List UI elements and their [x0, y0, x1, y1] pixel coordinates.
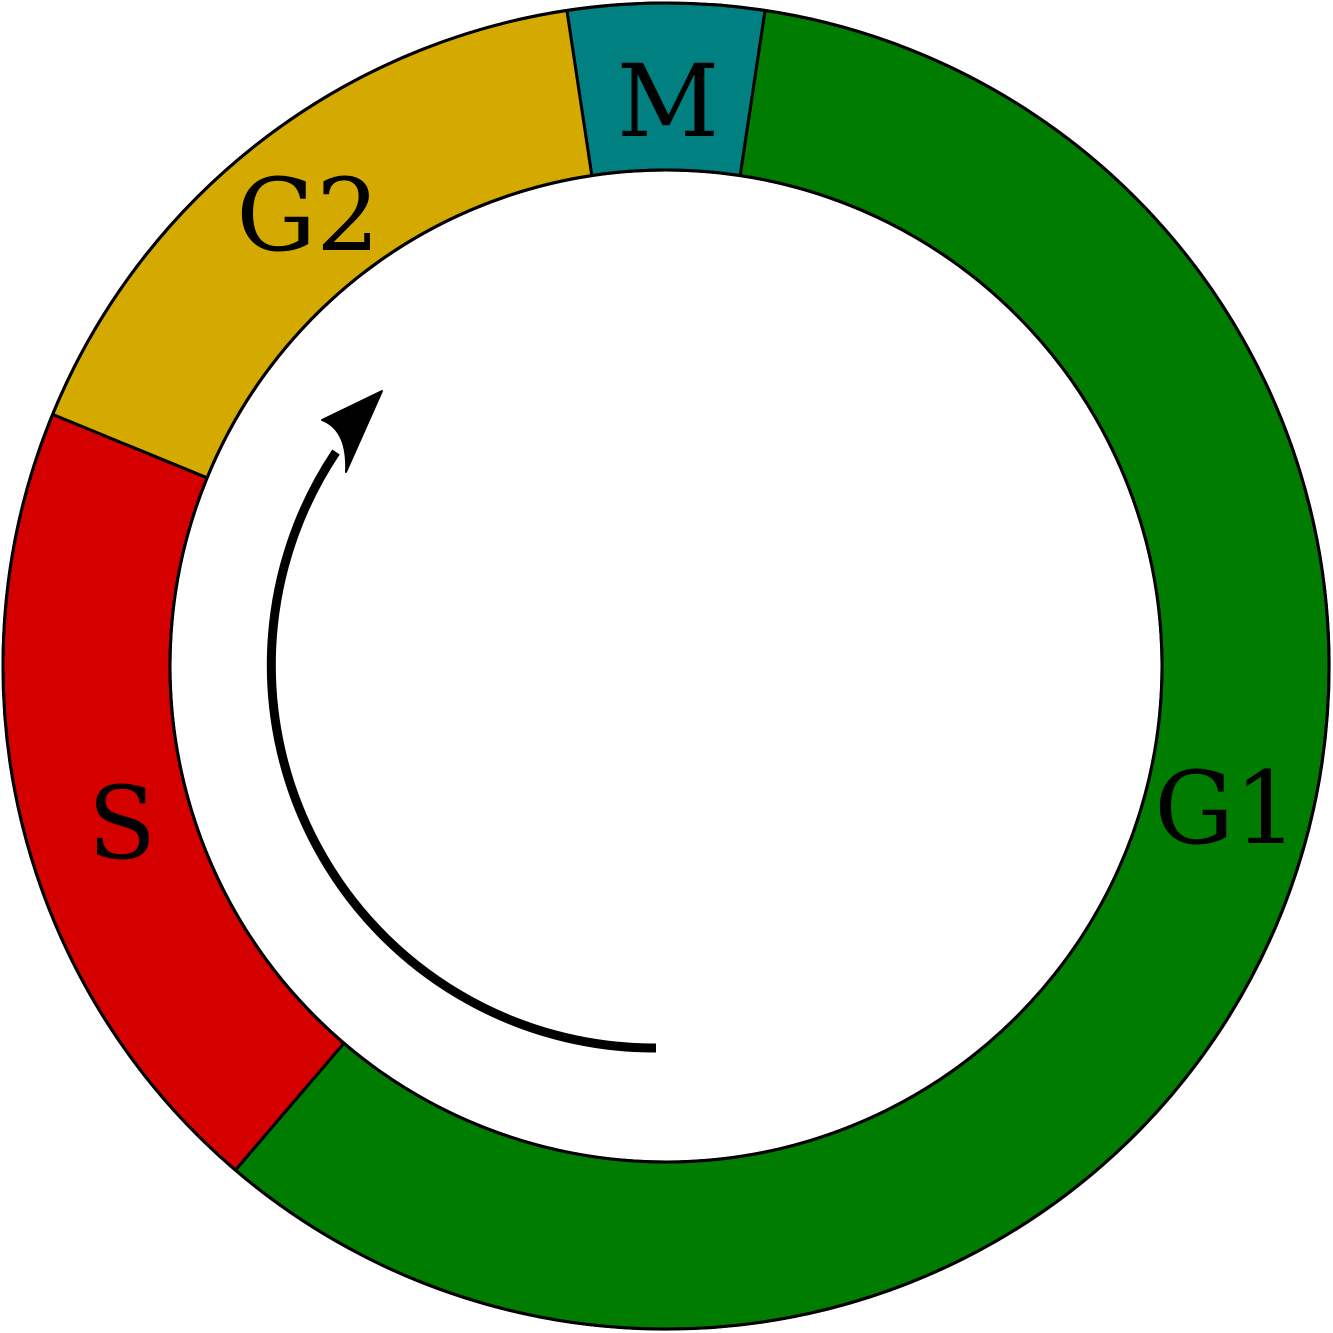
progression-arrowhead [321, 390, 383, 473]
phase-label-g1: G1 [1154, 750, 1298, 867]
phase-label-s: S [88, 765, 157, 882]
progression-arrow [266, 449, 657, 1053]
phase-label-m: M [617, 43, 719, 160]
inner-ring-outline [168, 168, 1164, 1164]
phase-label-g2: G2 [236, 157, 380, 274]
